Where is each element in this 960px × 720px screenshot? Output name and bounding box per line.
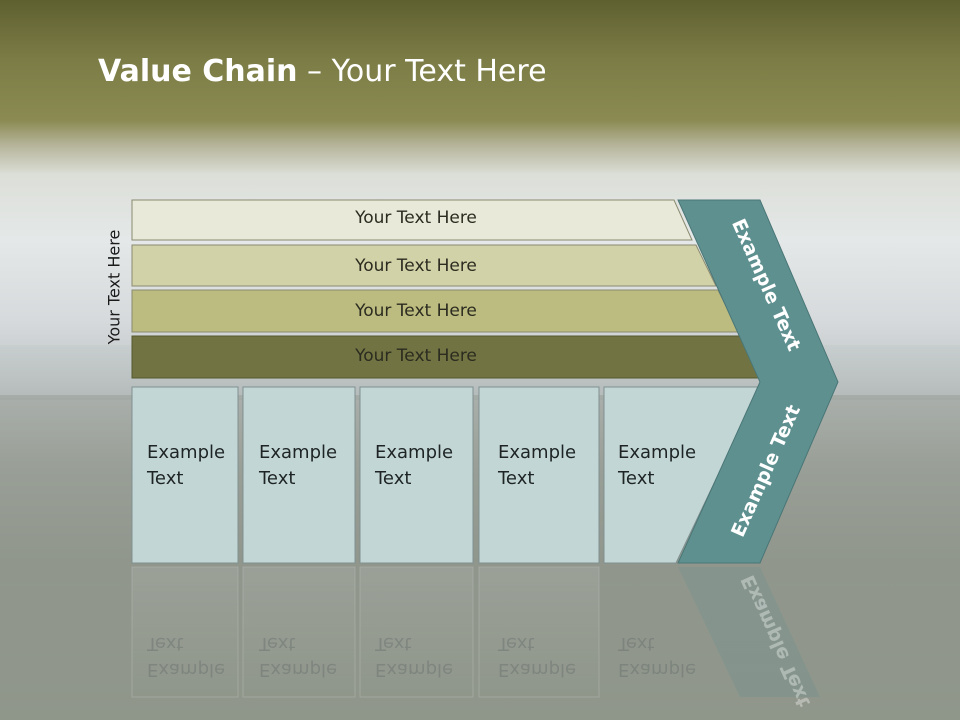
reflection-4-line-2: Text bbox=[498, 633, 535, 654]
reflection-chevron bbox=[678, 567, 820, 697]
cell-2-line-1: Example bbox=[259, 442, 338, 463]
reflection-4-line-1: Example bbox=[498, 659, 577, 680]
reflection-2-line-1: Example bbox=[259, 659, 338, 680]
row-label-2: Your Text Here bbox=[355, 256, 477, 276]
reflection-5-line-2: Text bbox=[618, 633, 655, 654]
cell-1-line-2: Text bbox=[147, 468, 184, 489]
reflection-cell-2 bbox=[242, 566, 356, 698]
reflection-cell-1 bbox=[131, 566, 239, 698]
slide-title: Value Chain – Your Text Here bbox=[98, 54, 547, 89]
row-label-4: Your Text Here bbox=[355, 346, 477, 366]
reflection-5-line-1: Example bbox=[618, 659, 697, 680]
row-bar-2 bbox=[131, 244, 717, 287]
row-label-1: Your Text Here bbox=[355, 208, 477, 228]
reflection-3-line-2: Text bbox=[375, 633, 412, 654]
cell-5-line-2: Text bbox=[618, 468, 655, 489]
reflection-group bbox=[131, 566, 820, 698]
row-bar-1 bbox=[131, 199, 693, 241]
title-bold: Value Chain bbox=[98, 54, 298, 89]
cell-1-line-1: Example bbox=[147, 442, 226, 463]
reflection-cell-4 bbox=[478, 566, 600, 698]
reflection-cell-3 bbox=[359, 566, 474, 698]
cell-3-line-1: Example bbox=[375, 442, 454, 463]
reflection-text-1: Example Text bbox=[147, 630, 225, 682]
reflection-2-line-2: Text bbox=[259, 633, 296, 654]
cell-3-line-2: Text bbox=[375, 468, 412, 489]
reflection-text-5: Example Text bbox=[618, 630, 696, 682]
cell-box-2 bbox=[242, 386, 356, 564]
cell-2-line-2: Text bbox=[259, 468, 296, 489]
reflection-text-4: Example Text bbox=[498, 630, 576, 682]
cell-box-5 bbox=[603, 386, 761, 564]
title-rest: – Your Text Here bbox=[297, 54, 547, 89]
cell-4-line-1: Example bbox=[498, 442, 577, 463]
cell-box-3 bbox=[359, 386, 474, 564]
reflection-text-2: Example Text bbox=[259, 630, 337, 682]
cell-box-1 bbox=[131, 386, 239, 564]
reflection-text-3: Example Text bbox=[375, 630, 453, 682]
cell-4-line-2: Text bbox=[498, 468, 535, 489]
reflection-1-line-2: Text bbox=[147, 633, 184, 654]
cell-box-4 bbox=[478, 386, 600, 564]
row-label-3: Your Text Here bbox=[355, 301, 477, 321]
cell-5-line-1: Example bbox=[618, 442, 697, 463]
chevron-arrow bbox=[677, 199, 839, 564]
reflection-3-line-1: Example bbox=[375, 659, 454, 680]
reflection-1-line-1: Example bbox=[147, 659, 226, 680]
